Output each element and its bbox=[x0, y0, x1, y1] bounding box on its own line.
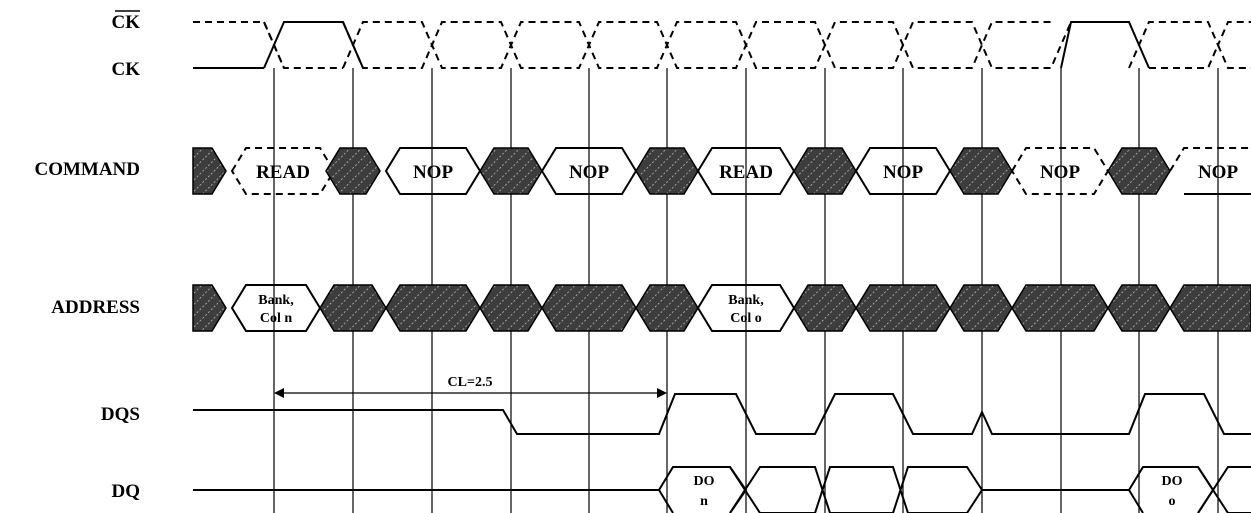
address-hatch bbox=[949, 284, 1013, 332]
cl-latency-arrow: CL=2.5 bbox=[274, 375, 667, 398]
command-label-nop: NOP bbox=[883, 162, 924, 183]
dq-label-do: DO bbox=[694, 474, 715, 489]
command-hatch bbox=[325, 147, 381, 195]
command-label-nop: NOP bbox=[1198, 162, 1239, 183]
command-label-nop: NOP bbox=[413, 162, 454, 183]
address-hatch bbox=[855, 284, 951, 332]
ck-bar-waveform bbox=[193, 21, 1251, 69]
command-bus bbox=[192, 147, 1251, 195]
address-label-bank: Bank, bbox=[258, 293, 293, 308]
address-hatch bbox=[479, 284, 543, 332]
address-label-bank: Bank, bbox=[728, 293, 763, 308]
address-label-col: Col n bbox=[260, 311, 293, 326]
command-hatch bbox=[479, 147, 543, 195]
ck-waveform bbox=[193, 21, 343, 69]
command-label-nop: NOP bbox=[569, 162, 610, 183]
address-labels: Bank, Col n Bank, Col o bbox=[258, 293, 763, 326]
address-hatch bbox=[793, 284, 857, 332]
address-hatch bbox=[192, 284, 227, 332]
command-label-read: READ bbox=[719, 162, 773, 183]
address-hatch bbox=[1011, 284, 1109, 332]
address-bus bbox=[192, 284, 1251, 332]
address-hatch bbox=[319, 284, 387, 332]
dq-label-n: n bbox=[700, 494, 708, 509]
ck-bar-label: CK bbox=[112, 12, 141, 33]
command-hatch bbox=[949, 147, 1013, 195]
command-nop-box bbox=[1169, 147, 1251, 195]
command-hatch bbox=[635, 147, 699, 195]
dqs-waveform bbox=[193, 393, 1251, 435]
address-hatch bbox=[1107, 284, 1171, 332]
dq-label-o: o bbox=[1169, 494, 1176, 509]
command-read-box bbox=[230, 147, 336, 195]
address-hatch bbox=[1169, 284, 1251, 332]
address-hatch bbox=[385, 284, 481, 332]
dq-labels: DO n DO o bbox=[694, 474, 1183, 509]
command-label: COMMAND bbox=[34, 159, 140, 180]
address-hatch bbox=[635, 284, 699, 332]
command-label-read: READ bbox=[256, 162, 310, 183]
command-hatch bbox=[793, 147, 857, 195]
dq-bus bbox=[193, 466, 1251, 513]
address-hatch bbox=[541, 284, 637, 332]
address-label-col: Col o bbox=[730, 311, 762, 326]
command-hatch bbox=[1107, 147, 1171, 195]
ck-label: CK bbox=[112, 59, 141, 80]
command-label-nop: NOP bbox=[1040, 162, 1081, 183]
dqs-label: DQS bbox=[101, 404, 140, 425]
command-labels: READ NOP NOP READ NOP NOP NOP bbox=[256, 162, 1238, 183]
dq-label-do: DO bbox=[1162, 474, 1183, 489]
command-hatch bbox=[192, 147, 227, 195]
dq-label: DQ bbox=[112, 481, 141, 502]
address-label: ADDRESS bbox=[51, 297, 140, 318]
cl-label: CL=2.5 bbox=[448, 375, 493, 390]
